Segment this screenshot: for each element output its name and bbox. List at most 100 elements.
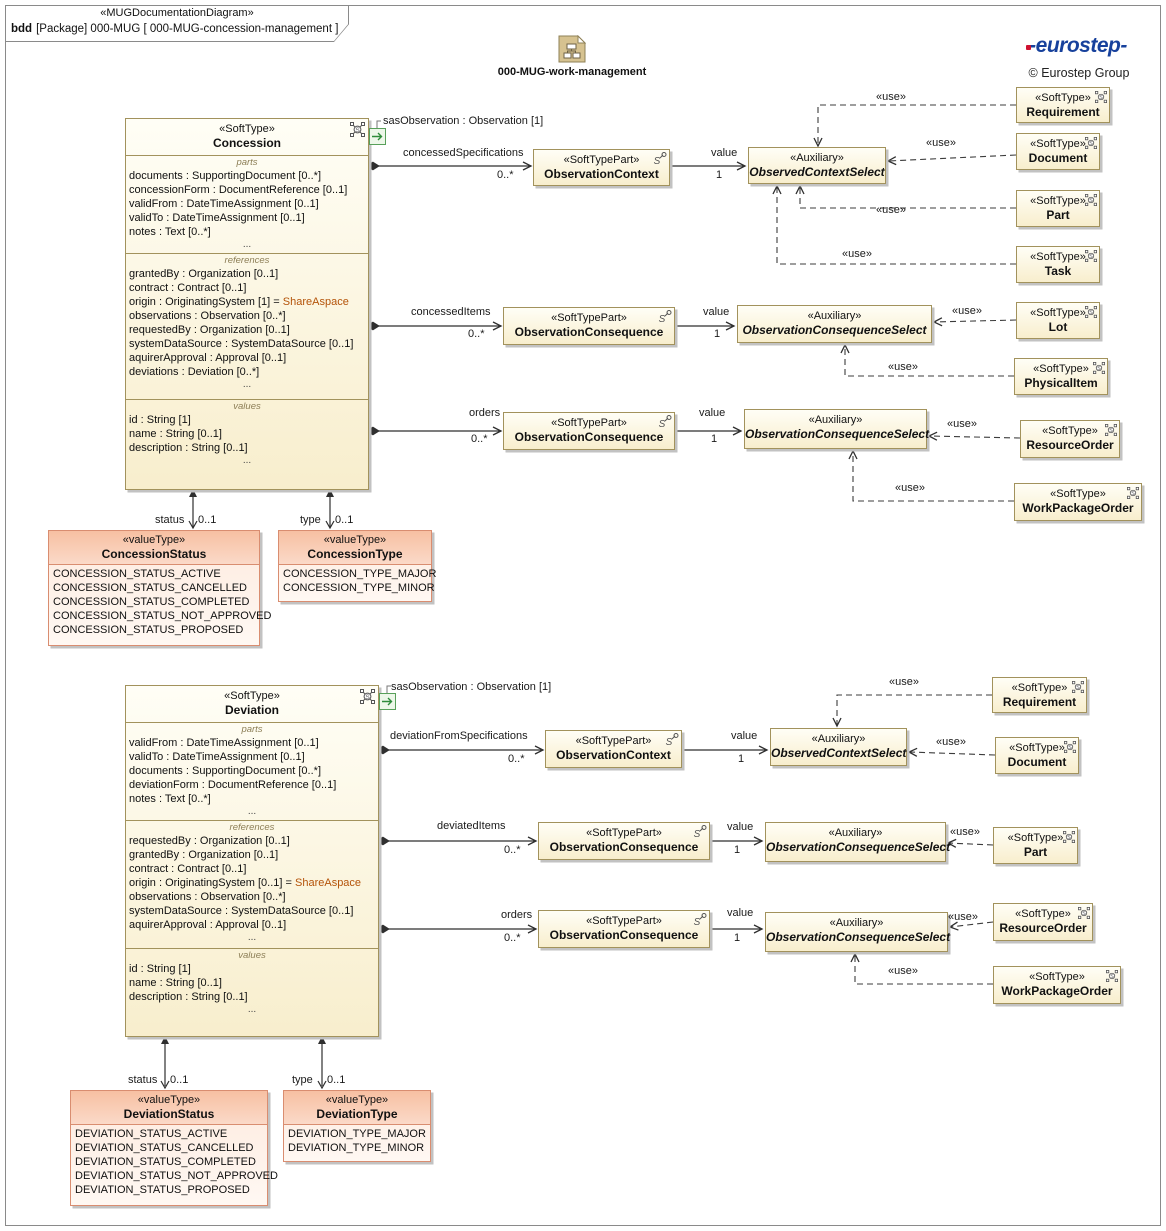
svg-text:S: S [1097,366,1101,372]
node-observation-context-2[interactable]: «SoftTypePart» ObservationContext S [545,730,682,768]
package-document-icon[interactable] [558,34,587,68]
enum-concession-type[interactable]: «valueType» ConcessionType CONCESSION_TY… [278,530,436,602]
part-lollipop-icon: S [693,825,707,844]
enum-literal: DEVIATION_STATUS_ACTIVE [75,1128,228,1140]
structure-icon: S [360,689,375,709]
node-work-package-order-2[interactable]: «SoftType» WorkPackageOrder S [993,966,1121,1004]
edge-label-sas-observation: sasObservation : Observation [1] [383,115,544,127]
attribute: requestedBy : Organization [0..1] [129,835,290,847]
edge-label-deviated-items: deviatedItems [437,820,506,832]
title-block-face [6,6,348,41]
node-observation-consequence-4[interactable]: «SoftTypePart» ObservationConsequence S [538,910,710,948]
edge-label-use: «use» [947,418,977,430]
class-concession[interactable]: «SoftType» Concession S parts documents … [125,118,369,490]
edge-multiplicity: 0..1 [327,1074,346,1086]
node-document-2[interactable]: «SoftType» Document S [995,737,1079,774]
node-observation-consequence-2[interactable]: «SoftTypePart» ObservationConsequence S [503,412,675,450]
node-observation-consequence-select-1[interactable]: «Auxiliary» ObservationConsequenceSelect [737,305,932,343]
node-work-package-order-1[interactable]: «SoftType» WorkPackageOrder S [1014,483,1142,521]
node-part-2[interactable]: «SoftType» Part S [993,827,1078,864]
label-hook-lines [376,120,391,693]
deviation-stereotype: «SoftType» [224,690,280,702]
attribute: name : String [0..1] [129,428,222,440]
enum-literal: DEVIATION_STATUS_COMPLETED [75,1156,256,1168]
node-observation-consequence-1[interactable]: «SoftTypePart» ObservationConsequence S [503,307,675,345]
valuetype-association-arrowheads [161,489,334,1044]
edge-multiplicity: 1 [714,328,721,340]
structure-icon: S [1064,740,1076,758]
node-requirement-2[interactable]: «SoftType» Requirement S [992,677,1087,713]
node-resource-order-1[interactable]: «SoftType» ResourceOrder S [1020,420,1120,458]
structure-icon: S [1085,249,1097,267]
package-name-label[interactable]: 000-MUG-work-management [497,66,647,78]
node-observation-context-1[interactable]: «SoftTypePart» ObservationContext S [533,149,670,186]
edge-multiplicity: 1 [738,753,745,765]
more-indicator: ... [242,455,252,466]
edge-label-sas-observation: sasObservation : Observation [1] [391,681,552,693]
node-lot-1[interactable]: «SoftType» Lot S [1016,302,1100,339]
attribute-origin: origin : OriginatingSystem [0..1] = Shar… [129,877,362,889]
svg-text:S: S [694,829,701,839]
node-observation-consequence-select-3[interactable]: «Auxiliary» ObservationConsequenceSelect [765,822,950,862]
class-deviation[interactable]: «SoftType» Deviation S parts validFrom :… [125,685,379,1037]
more-indicator: ... [247,806,257,817]
edge-label-value: value [727,821,754,833]
more-indicator: ... [247,932,257,943]
part-lollipop-icon: S [658,415,672,434]
green-arrow-icon[interactable] [369,128,386,145]
edge-label-deviation-from-specifications: deviationFromSpecifications [390,730,528,742]
edge-label-value: value [727,907,754,919]
structure-icon: S [1085,193,1097,211]
node-document-1[interactable]: «SoftType» Document S [1016,133,1100,170]
edge-label-use: «use» [936,736,966,748]
node-requirement-1[interactable]: «SoftType» Requirement S [1016,87,1110,123]
edge-label-value: value [711,147,738,159]
diagram-kind: bdd [11,23,33,35]
node-observation-consequence-3[interactable]: «SoftTypePart» ObservationConsequence S [538,822,710,860]
attribute: notes : Text [0..*] [129,793,211,805]
enum-deviation-status[interactable]: «valueType» DeviationStatus DEVIATION_ST… [70,1090,278,1206]
concession-header: «SoftType» Concession S [126,119,368,156]
deviation-values-compartment: values id : String [1] name : String [0.… [126,949,378,1034]
use-dependency-lines [772,104,1021,985]
edge-multiplicity: 0..* [504,932,521,944]
edge-label-type: type [300,514,321,526]
svg-text:S: S [654,156,661,166]
svg-text:S: S [1109,428,1113,434]
green-arrow-icon[interactable] [379,693,396,710]
edge-label-use: «use» [950,826,980,838]
edge-multiplicity: 1 [734,844,741,856]
diagram-title-text: [Package] 000-MUG [ 000-MUG-concession-m… [36,23,339,35]
enum-deviation-type[interactable]: «valueType» DeviationType DEVIATION_TYPE… [283,1090,431,1162]
node-observed-context-select-2[interactable]: «Auxiliary» ObservedContextSelect [770,728,907,766]
enum-literal: CONCESSION_TYPE_MINOR [283,582,435,594]
edge-multiplicity: 0..* [497,169,514,181]
edge-label-use: «use» [948,911,978,923]
attribute: contract : Contract [0..1] [129,863,247,875]
enum-concession-status[interactable]: «valueType» ConcessionStatus CONCESSION_… [48,530,271,646]
edge-label-type: type [292,1074,313,1086]
structure-icon: S [1105,423,1117,441]
svg-text:S: S [1082,911,1086,917]
association-lines [365,161,769,934]
edge-label-use: «use» [952,305,982,317]
node-task-1[interactable]: «SoftType» Task S [1016,246,1100,283]
attribute: id : String [1] [129,963,191,975]
enum-literal: DEVIATION_STATUS_PROPOSED [75,1184,250,1196]
diagram-frame [5,5,1161,1226]
node-observation-consequence-select-4[interactable]: «Auxiliary» ObservationConsequenceSelect [765,912,950,952]
edge-label-status: status [128,1074,158,1086]
concession-values-compartment: values id : String [1] name : String [0.… [126,400,368,487]
node-observed-context-select-1[interactable]: «Auxiliary» ObservedContextSelect [748,147,886,184]
node-physical-item-1[interactable]: «SoftType» PhysicalItem S [1014,358,1108,395]
edge-multiplicity: 0..1 [198,514,217,526]
node-observation-consequence-select-2[interactable]: «Auxiliary» ObservationConsequenceSelect [744,409,929,449]
node-resource-order-2[interactable]: «SoftType» ResourceOrder S [993,903,1093,941]
enum-literal: CONCESSION_STATUS_COMPLETED [53,596,250,608]
enum-literal: DEVIATION_STATUS_NOT_APPROVED [75,1170,278,1182]
concession-references-compartment: references grantedBy : Organization [0..… [126,254,368,400]
svg-text:S: S [1099,95,1103,101]
structure-icon: S [1085,305,1097,323]
attribute: grantedBy : Organization [0..1] [129,849,279,861]
node-part-1[interactable]: «SoftType» Part S [1016,190,1100,227]
